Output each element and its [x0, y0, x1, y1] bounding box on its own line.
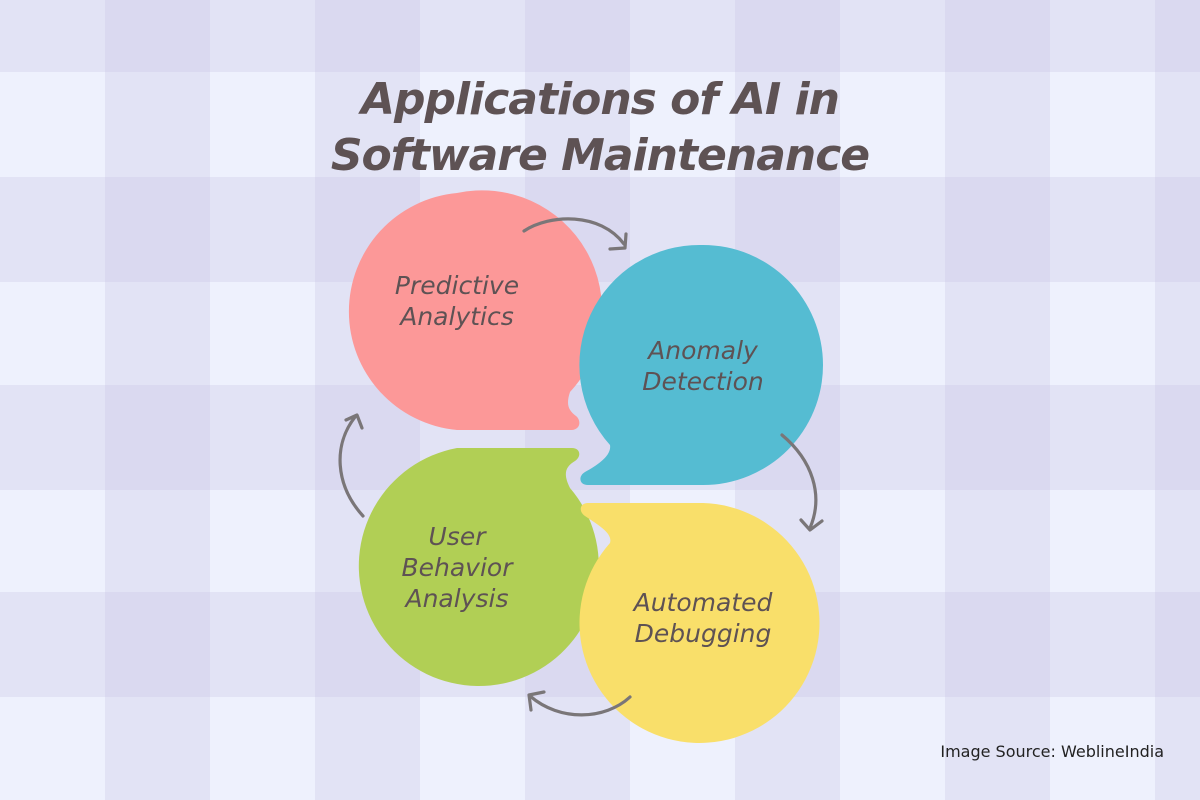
label-anomaly-detection: Anomaly Detection — [642, 336, 764, 396]
bubble-anomaly-detection — [579, 244, 823, 485]
image-source-caption: Image Source: WeblineIndia — [940, 742, 1164, 761]
label-user-behavior-analysis: User Behavior Analysis — [401, 522, 513, 613]
arrow-debugging-to-behavior-icon — [527, 690, 632, 717]
bubble-user-behavior-analysis — [358, 448, 599, 687]
title-line-2: Software Maintenance — [330, 130, 870, 181]
arrow-behavior-to-predictive-icon — [338, 413, 365, 518]
arrow-predictive-to-anomaly-icon — [522, 217, 628, 251]
arrow-anomaly-to-debugging-icon — [780, 433, 824, 532]
bubble-predictive-analytics — [348, 190, 603, 430]
bubble-automated-debugging — [579, 503, 820, 743]
page-title: Applications of AI in Software Maintenan… — [0, 72, 1200, 184]
label-predictive-analytics: Predictive Analytics — [394, 271, 520, 331]
label-automated-debugging: Automated Debugging — [633, 588, 773, 648]
title-line-1: Applications of AI in — [361, 74, 840, 125]
